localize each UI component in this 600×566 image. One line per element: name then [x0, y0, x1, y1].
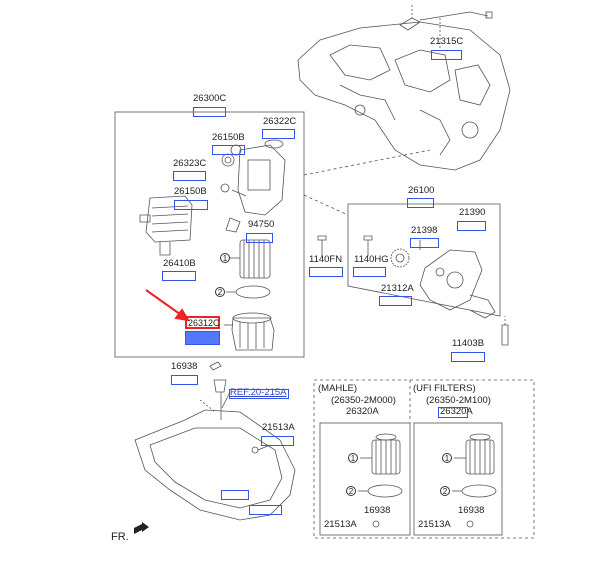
label-21312A: 21312A [381, 283, 414, 294]
highlight-94750[interactable] [246, 233, 273, 243]
ufi-callout-1: 1 [442, 453, 452, 463]
label-1140FN: 1140FN [309, 254, 343, 265]
highlight-16938[interactable] [171, 375, 198, 385]
oil-pump-drawing [419, 249, 483, 311]
mahle-callout-1: 1 [348, 453, 358, 463]
label-26150B-mid: 26150B [174, 186, 207, 197]
ufi-callout-2: 2 [440, 486, 450, 496]
label-21390: 21390 [459, 207, 486, 218]
callout-2: 2 [215, 287, 225, 297]
highlight-1140HG[interactable] [353, 267, 386, 277]
label-1140HG: 1140HG [354, 254, 389, 265]
mahle-brand: (MAHLE) [318, 383, 358, 394]
label-26323C: 26323C [173, 158, 207, 169]
highlight-26322C[interactable] [262, 129, 295, 139]
highlight-21513A[interactable] [261, 436, 294, 446]
label-11403B: 11403B [452, 338, 485, 349]
pointer-arrow [145, 289, 190, 322]
highlight-21390[interactable] [457, 221, 486, 231]
o-ring-drawing [235, 285, 271, 299]
highlight-26323C[interactable] [173, 171, 206, 181]
label-21398: 21398 [411, 225, 438, 236]
oil-filter-assembly-frame [114, 111, 305, 358]
highlight-26300C[interactable] [193, 107, 226, 117]
mahle-21513A: 21513A [324, 519, 357, 530]
front-arrow-icon [134, 522, 149, 534]
sensor-drawing [399, 17, 421, 31]
filter-module-drawing [237, 144, 286, 216]
mahle-callout-2: 2 [346, 486, 356, 496]
mahle-part: 26320A [346, 406, 379, 417]
mahle-16938: 16938 [364, 505, 391, 516]
oil-cooler-drawing [145, 195, 193, 243]
highlight-26150B-mid[interactable] [174, 200, 208, 210]
ufi-16938: 16938 [458, 505, 485, 516]
label-26410B: 26410B [163, 258, 196, 269]
highlight-11403B[interactable] [451, 352, 485, 362]
label-26100: 26100 [408, 185, 435, 196]
highlight-26312C-fill[interactable] [185, 331, 220, 345]
highlight-26150B-top[interactable] [212, 145, 245, 155]
ufi-part: 26320A [440, 406, 473, 417]
highlight-21398[interactable] [410, 238, 439, 248]
ufi-21513A: 21513A [418, 519, 451, 530]
engine-block-drawing [297, 21, 511, 171]
front-label: FR. [111, 531, 129, 543]
highlight-oil-pan-b[interactable] [249, 505, 282, 515]
ref-link[interactable]: REF.20-215A [230, 387, 287, 398]
mahle-frame [319, 422, 411, 536]
highlight-26410B[interactable] [162, 271, 196, 281]
filter-cap-drawing [231, 317, 275, 351]
highlight-26312C-selected[interactable]: 26312C [185, 316, 220, 329]
highlight-21312A[interactable] [379, 296, 412, 306]
oil-pump-frame [347, 203, 501, 317]
highlight-26100[interactable] [407, 198, 434, 208]
highlight-21315C[interactable] [431, 50, 462, 60]
ufi-frame [413, 422, 503, 536]
label-26322C: 26322C [263, 116, 297, 127]
label-21513A: 21513A [262, 422, 295, 433]
filter-element-drawing [239, 239, 271, 279]
callout-1: 1 [220, 253, 230, 263]
mahle-code: (26350-2M000) [331, 395, 396, 406]
label-16938: 16938 [171, 361, 198, 372]
highlight-ref[interactable] [229, 389, 289, 399]
oil-pan-drawing [134, 409, 296, 521]
highlight-oil-pan-a[interactable] [221, 490, 249, 500]
variant-frame [313, 379, 535, 539]
highlight-1140FN[interactable] [309, 267, 343, 277]
label-26312C: 26312C [188, 318, 220, 328]
highlight-ufi-26320A[interactable] [438, 407, 468, 418]
label-26150B-top: 26150B [212, 132, 245, 143]
label-26300C: 26300C [193, 93, 227, 104]
label-21315C: 21315C [430, 36, 464, 47]
label-94750: 94750 [248, 219, 275, 230]
ufi-code: (26350-2M100) [426, 395, 491, 406]
ufi-brand: (UFI FILTERS) [413, 383, 476, 394]
